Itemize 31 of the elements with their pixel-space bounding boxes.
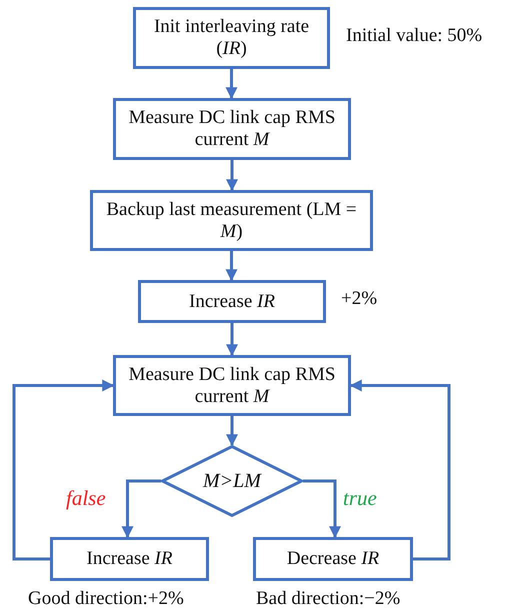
process-box [133, 7, 330, 69]
process-box [253, 537, 413, 581]
edge-label: true [343, 486, 377, 511]
annotation-text: Good direction:+2% [28, 588, 184, 610]
step-text: Increase IR [189, 290, 275, 312]
step-text: Measure DC link cap RMS current M [128, 364, 336, 408]
condition-text: M>LM [203, 470, 261, 492]
arrow [226, 251, 238, 282]
step-text: Measure DC link cap RMS current M [128, 107, 336, 151]
arrow [226, 416, 238, 446]
decision-node [161, 445, 303, 517]
arrow [122, 480, 161, 538]
step-text: Init interleaving rate (IR) [152, 16, 310, 60]
process-box [50, 537, 209, 581]
process-box [113, 355, 351, 416]
process-box [90, 190, 373, 251]
annotation-text: Initial value: 50% [346, 25, 482, 47]
arrow [226, 323, 238, 356]
annotation-text: +2% [341, 288, 378, 310]
step-text: Decrease IR [286, 548, 380, 570]
arrow [226, 160, 238, 192]
arrow [12, 380, 114, 560]
arrow [350, 380, 450, 560]
annotation-text: Bad direction:−2% [256, 588, 400, 610]
process-box [138, 280, 326, 323]
arrow [226, 69, 238, 100]
arrow [303, 480, 341, 538]
edge-label: false [66, 486, 106, 511]
process-box [113, 98, 351, 160]
step-text: Backup last measurement (LM = M) [105, 198, 358, 242]
step-text: Increase IR [86, 548, 172, 570]
